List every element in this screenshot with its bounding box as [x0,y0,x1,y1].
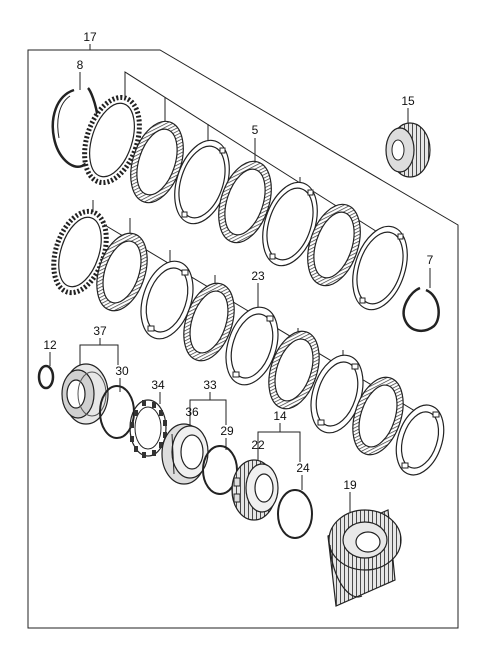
spring-retainer-34 [129,399,167,458]
callout-29: 29 [220,424,234,438]
friction-disc-middle-1 [96,232,148,312]
callout-5: 5 [252,123,259,137]
separator-plate-middle-2 [140,260,194,340]
callout-23: 23 [251,269,265,283]
seal-ring-30 [99,385,135,439]
friction-disc-middle-3 [268,330,320,410]
callout-34: 34 [151,378,165,392]
callout-33: 33 [203,378,217,392]
clutch-drum-19 [327,509,402,607]
separator-plate-middle-5 [395,404,445,476]
callout-19: 19 [343,478,357,492]
friction-disc-upper-3 [307,203,361,287]
seal-ring-24 [277,489,313,539]
separator-plate-upper-1 [82,94,142,186]
callout-37: 37 [93,324,107,338]
piston-36 [161,423,209,485]
callout-15: 15 [401,94,415,108]
hub-22 [231,459,279,521]
assembly-frame [27,49,459,629]
separator-plate-upper-4 [352,225,408,311]
callout-12: 12 [43,338,57,352]
separator-plate-upper-3 [262,181,318,267]
snap-ring-8 [51,87,100,169]
friction-disc-middle-2 [183,282,235,362]
friction-disc-upper-2 [218,160,272,244]
friction-disc-middle-4 [352,376,404,456]
callout-36: 36 [185,405,199,419]
piston-37 [61,363,109,425]
callout-14: 14 [273,409,287,423]
separator-plate-middle-3 [225,306,279,386]
callout-7: 7 [427,253,434,267]
callout-30: 30 [115,364,129,378]
callout-8: 8 [77,58,84,72]
callout-labels: 17 8 15 5 7 23 12 37 30 34 33 36 29 14 2… [43,30,433,492]
gear-15 [385,122,431,178]
separator-plate-middle-1 [51,208,109,296]
separator-plate-middle-4 [310,354,364,434]
callout-22: 22 [251,438,265,452]
friction-disc-upper-1 [130,120,184,204]
snap-ring-7 [402,286,440,333]
callout-24: 24 [296,461,310,475]
snap-ring-12 [37,364,55,390]
callout-17: 17 [83,30,97,44]
